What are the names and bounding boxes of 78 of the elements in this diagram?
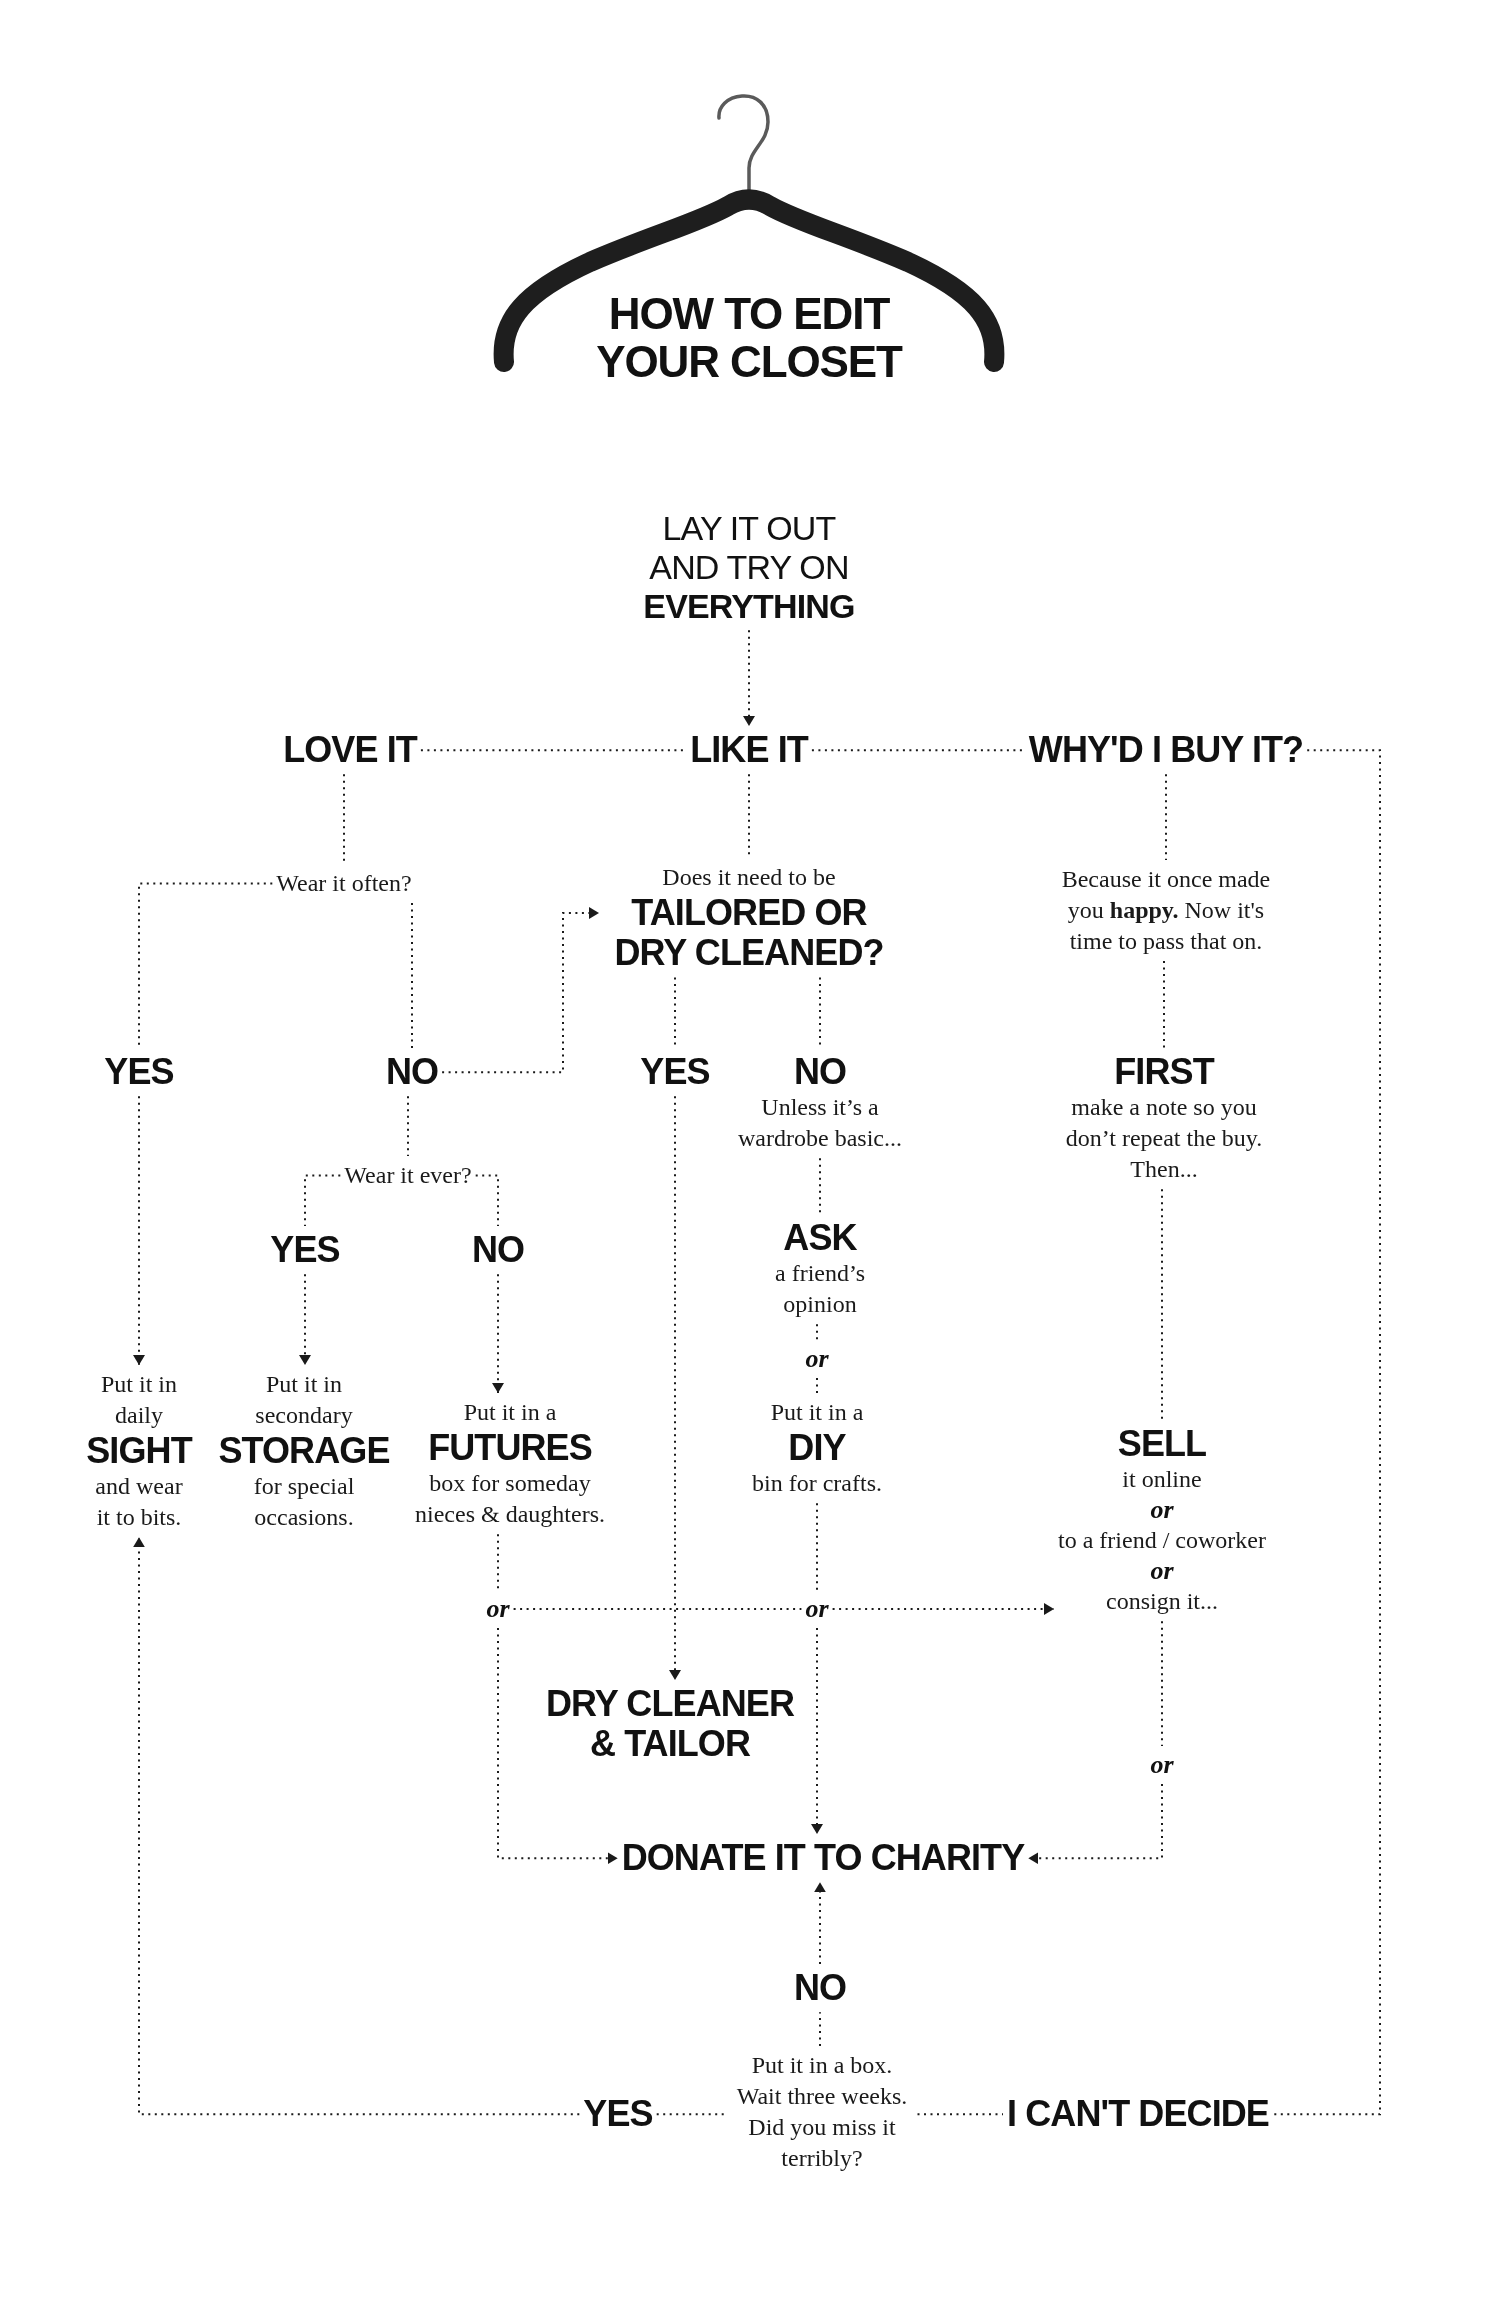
dotted-line (512, 1608, 803, 1610)
dotted-arrow (831, 1603, 1055, 1615)
dotted-line (1272, 749, 1381, 2116)
heading-text: LOVE IT (283, 730, 417, 771)
dotted-line (819, 1157, 821, 1215)
heading-text: NO (793, 1052, 847, 1093)
or-label: or (1150, 1556, 1174, 1587)
dotted-arrow (669, 1095, 681, 1681)
body-text: a friend’s opinion (774, 1259, 866, 1320)
or-label: or (805, 1594, 829, 1624)
body-text: box for someday nieces & daughters. (414, 1469, 606, 1530)
or-label: or (1150, 1750, 1174, 1780)
heading-text: WHY'D I BUY IT? (1028, 730, 1304, 771)
body-text: Put it in secondary (254, 1370, 354, 1430)
body-text: consign it... (1106, 1587, 1218, 1617)
dotted-line (407, 1095, 409, 1157)
dotted-line (474, 1174, 499, 1227)
body-text: it online (1122, 1465, 1202, 1495)
dotted-line (816, 1502, 818, 1591)
dotted-arrow (492, 1273, 504, 1394)
heading-text: YES (270, 1230, 340, 1271)
heading-text: NO (471, 1230, 525, 1271)
dotted-line (1161, 1620, 1163, 1747)
body-text: and wear it to bits. (94, 1472, 184, 1533)
or-label: or (486, 1594, 510, 1624)
dotted-arrow (814, 1881, 826, 1965)
body-text: Unless it’s a wardrobe basic... (737, 1093, 903, 1154)
dotted-arrow (299, 1273, 311, 1366)
heading-text: FUTURES (428, 1428, 592, 1469)
body-text: Put it in a box. Wait three weeks. Did you miss it terribly? (735, 2051, 909, 2173)
heading-text: YES (104, 1052, 174, 1093)
body-text: Put it in daily (100, 1370, 178, 1430)
heading-text: STORAGE (218, 1431, 390, 1472)
heading-text: ASK (783, 1218, 857, 1259)
dotted-arrow (1027, 1783, 1163, 1865)
body-text: Does it need to be (662, 863, 836, 892)
heading-text: NO (793, 1968, 847, 2009)
heading-text: YES (583, 2094, 653, 2135)
dotted-line (816, 1377, 818, 1394)
body-text: for special occasions. (252, 1472, 356, 1533)
dotted-arrow (743, 629, 755, 727)
dotted-line (497, 1533, 499, 1591)
heading-text: DIY (788, 1428, 846, 1469)
body-text: Put it in a (463, 1398, 557, 1427)
heading-text: YES (640, 1052, 710, 1093)
heading-text: DONATE IT TO CHARITY (621, 1838, 1025, 1879)
dotted-arrow (497, 1627, 619, 1865)
or-label: or (1150, 1495, 1174, 1526)
body-text: to a friend / coworker (1058, 1526, 1266, 1556)
dotted-line (816, 1323, 818, 1341)
heading-text: LAY IT OUT AND TRY ON EVERYTHING (642, 509, 856, 627)
heading-text: LIKE IT (690, 730, 808, 771)
dotted-line (916, 2113, 1004, 2116)
dotted-line (304, 1174, 342, 1227)
body-text: bin for crafts. (752, 1469, 882, 1499)
or-label: or (805, 1344, 829, 1374)
body-text: Put it in a (770, 1398, 864, 1427)
heading-text: I CAN'T DECIDE (1007, 2094, 1269, 2135)
dotted-line (819, 2011, 821, 2047)
body-text: Wear it often? (276, 869, 412, 898)
body-text: Because it once made you happy. Now it's time to pass that on. (1060, 865, 1272, 956)
dotted-arrow (133, 1095, 145, 1366)
title-heading: HOW TO EDIT YOUR CLOSET (595, 290, 904, 387)
dotted-arrow (811, 1627, 823, 1835)
dotted-arrow (133, 1536, 581, 2116)
heading-text: FIRST (1114, 1052, 1214, 1093)
dotted-line (1161, 1188, 1163, 1421)
body-text: make a note so you don’t repeat the buy. Then... (1064, 1093, 1264, 1185)
dotted-line (411, 902, 413, 1049)
heading-text: NO (385, 1052, 439, 1093)
heading-text: SELL (1117, 1424, 1207, 1465)
dotted-line (1163, 960, 1165, 1049)
heading-text: SIGHT (86, 1431, 192, 1472)
dotted-arrow (441, 907, 600, 1074)
heading-text: TAILORED OR DRY CLEANED? (613, 893, 885, 974)
body-text: Wear it ever? (344, 1161, 472, 1190)
dotted-line (1165, 773, 1167, 861)
heading-text: DRY CLEANER & TAILOR (544, 1684, 796, 1765)
